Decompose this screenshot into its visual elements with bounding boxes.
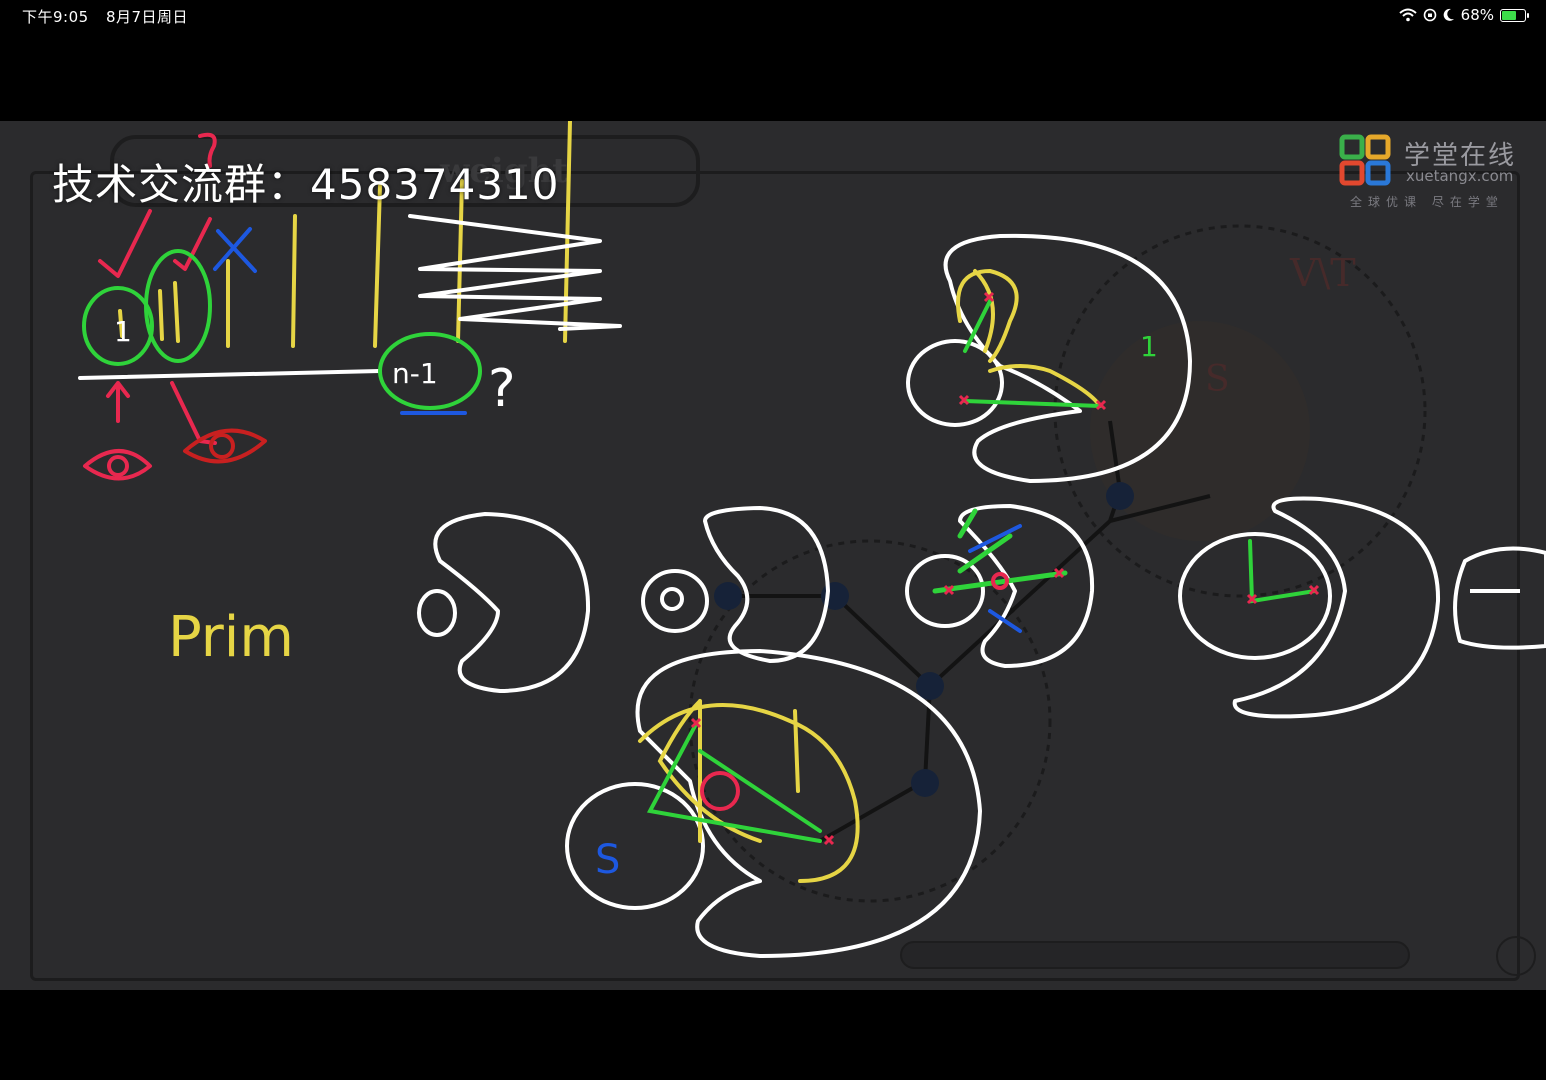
moon-icon	[1443, 8, 1454, 21]
label-one-b: 1	[1140, 330, 1158, 363]
orientation-lock-icon	[1423, 8, 1436, 22]
logo-url: xuetangx.com	[1406, 167, 1514, 185]
label-s-blue: S	[595, 837, 620, 883]
slide-page-circle	[1496, 936, 1536, 976]
label-prim: Prim	[168, 605, 294, 670]
logo-slogan: 全球优课 尽在学堂	[1350, 195, 1504, 209]
ink-top-left	[78, 121, 622, 481]
xuetangx-logo: 学堂在线 xuetangx.com 全球优课 尽在学堂	[1338, 133, 1528, 213]
slide-frame	[30, 171, 1520, 981]
logo-squares-icon	[1339, 134, 1391, 186]
label-n-minus-1: n-1	[392, 357, 438, 390]
label-vt: V\T	[1289, 251, 1356, 295]
wifi-icon	[1398, 8, 1417, 22]
ink-red-marks	[690, 291, 1320, 846]
status-bar: 下午9:05 8月7日周日 68%	[0, 0, 1546, 32]
status-time: 下午9:05	[22, 8, 89, 26]
ink-shapes	[417, 233, 1546, 958]
logo-name: 学堂在线	[1404, 141, 1517, 171]
label-one-a: 1	[114, 315, 132, 348]
label-s: S	[1205, 359, 1230, 400]
status-left: 下午9:05 8月7日周日	[22, 6, 200, 27]
battery-fill	[1502, 10, 1517, 20]
slide-title-box	[110, 135, 700, 207]
status-right: 68%	[1398, 6, 1529, 24]
overlay-qq-group: 技术交流群：458374310	[52, 160, 560, 209]
whiteboard-ink: V\T S 1 n-1 ? Prim S	[78, 121, 1546, 958]
slide-footer-bar	[900, 941, 1410, 969]
video-player[interactable]: weight 学堂在线 xuetangx.com 全球优课 尽在学堂 V\T S	[0, 121, 1546, 990]
status-date: 8月7日周日	[105, 8, 189, 26]
battery-percent: 68%	[1460, 6, 1494, 24]
background-diagram: V\T S	[688, 224, 1427, 903]
label-question: ?	[488, 359, 516, 419]
battery-icon	[1500, 8, 1529, 22]
